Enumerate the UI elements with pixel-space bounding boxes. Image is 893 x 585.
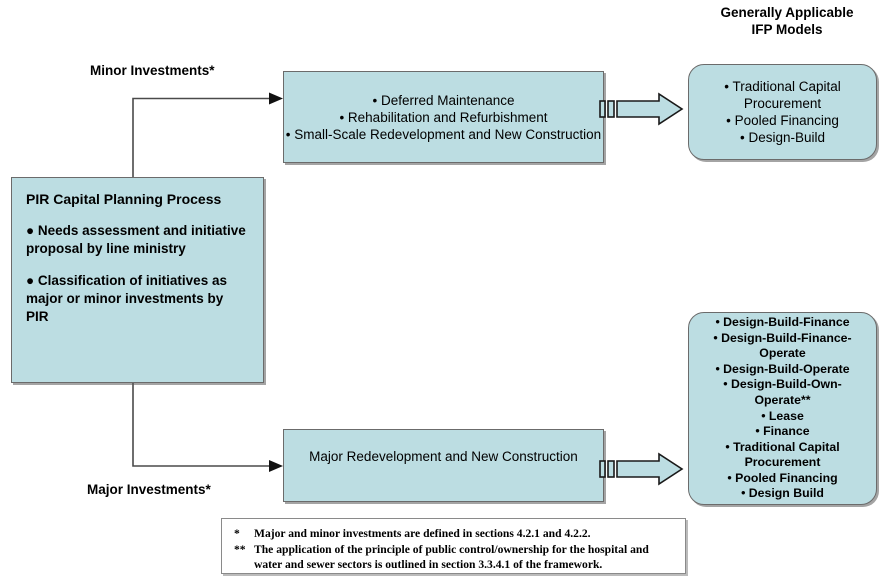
minor-models-list: • Traditional Capital Procurement • Pool…	[689, 78, 876, 146]
footnote-marker: **	[234, 542, 246, 556]
major-scope-text: Major Redevelopment and New Construction	[309, 449, 578, 464]
elbow-arrow-icon	[132, 92, 283, 182]
connector-major	[128, 380, 288, 472]
footnote-marker: *	[234, 527, 240, 540]
models-heading: Generally Applicable IFP Models	[697, 4, 877, 38]
list-item: • Lease	[761, 408, 804, 423]
footnote-continuation: water and sewer sectors is outlined in s…	[254, 558, 603, 571]
footnote-text: The application of the principle of publ…	[254, 542, 649, 556]
list-item: • Rehabilitation and Refurbishment	[339, 109, 548, 125]
list-item: • Traditional Capital Procurement	[724, 79, 841, 111]
list-item: • Design-Build-Operate	[715, 361, 850, 376]
block-arrow-icon	[599, 452, 684, 486]
pir-capital-planning-panel: PIR Capital Planning Process ● Needs ass…	[11, 177, 264, 383]
list-item: • Design Build	[741, 486, 824, 501]
list-item: • Pooled Financing	[726, 113, 839, 128]
pir-panel-bullet-1: ● Needs assessment and initiative propos…	[26, 223, 246, 256]
block-arrow-major	[599, 452, 685, 486]
footnote-row: ** The application of the principle of p…	[234, 542, 675, 558]
minor-investments-label: Minor Investments*	[90, 63, 215, 78]
major-models-list: • Design-Build-Finance • Design-Build-Fi…	[699, 315, 866, 502]
list-item: • Design-Build-Finance-Operate	[713, 330, 852, 361]
block-arrow-icon	[599, 92, 684, 126]
footnote-text: Major and minor investments are defined …	[254, 527, 591, 540]
list-item: • Small-Scale Redevelopment and New Cons…	[285, 126, 602, 142]
models-heading-line1: Generally Applicable	[720, 5, 854, 20]
list-item: • Traditional Capital Procurement	[725, 439, 840, 470]
elbow-arrow-icon	[132, 380, 283, 472]
major-models-box: • Design-Build-Finance • Design-Build-Fi…	[688, 312, 877, 505]
list-item: • Design-Build	[739, 130, 825, 145]
pir-panel-title: PIR Capital Planning Process	[26, 191, 222, 207]
minor-scope-list: • Deferred Maintenance • Rehabilitation …	[284, 92, 603, 143]
list-item: • Design-Build-Own-Operate**	[723, 377, 842, 407]
block-arrow-minor	[599, 92, 685, 126]
minor-models-box: • Traditional Capital Procurement • Pool…	[688, 64, 877, 160]
major-investments-label: Major Investments*	[87, 482, 211, 497]
footnote-row: * Major and minor investments are define…	[234, 526, 675, 542]
major-scope-box: Major Redevelopment and New Construction	[283, 429, 604, 502]
connector-minor	[128, 90, 288, 182]
footnote-box: * Major and minor investments are define…	[221, 518, 686, 574]
minor-scope-box: • Deferred Maintenance • Rehabilitation …	[283, 71, 604, 163]
list-item: • Deferred Maintenance	[372, 92, 515, 108]
models-heading-line2: IFP Models	[751, 22, 823, 37]
list-item: • Finance	[755, 424, 810, 439]
pir-panel-bullet-2: ● Classification of initiatives as major…	[26, 273, 227, 324]
list-item: • Pooled Financing	[727, 470, 838, 485]
list-item: • Design-Build-Finance	[715, 314, 850, 329]
